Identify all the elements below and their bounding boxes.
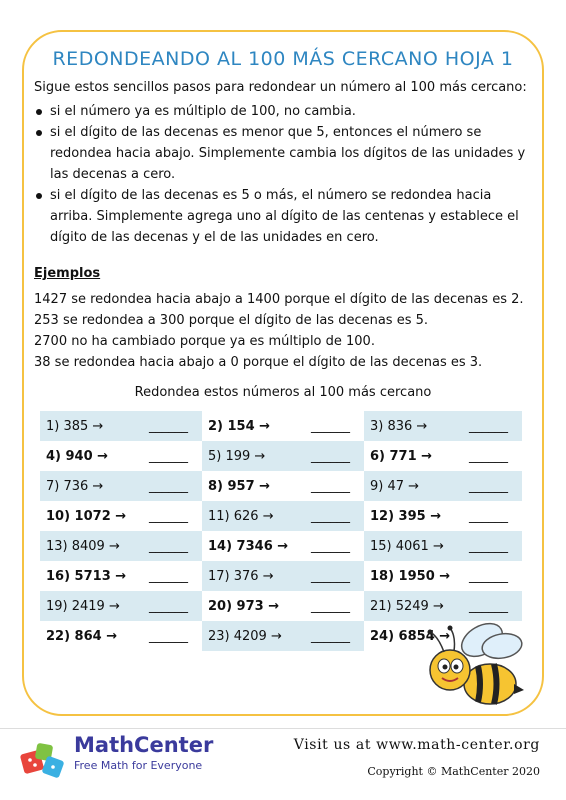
intro-text: Sigue estos sencillos pasos para redonde…: [34, 80, 527, 95]
problem-label: 14) 7346 →: [208, 539, 289, 554]
problem-cell: 19) 2419 → ______: [40, 591, 202, 621]
answer-blank[interactable]: ______: [149, 569, 188, 584]
example-line: 253 se redondea a 300 porque el dígito d…: [34, 313, 429, 328]
answer-blank[interactable]: ______: [149, 599, 188, 614]
examples-list: 1427 se redondea hacia abajo a 1400 porq…: [34, 289, 524, 373]
page-frame: [22, 30, 544, 716]
rule-item: si el dígito de las decenas es menor que…: [34, 122, 534, 185]
answer-blank[interactable]: ______: [311, 539, 350, 554]
rule-item: si el dígito de las decenas es 5 o más, …: [34, 185, 534, 248]
problem-label: 1) 385 →: [46, 419, 104, 434]
brand-name: MathCenter: [74, 733, 214, 757]
problem-cell: 6) 771 → ______: [364, 441, 522, 471]
answer-blank[interactable]: ______: [311, 629, 350, 644]
problem-label: 16) 5713 →: [46, 569, 127, 584]
problem-cell: 21) 5249 → ______: [364, 591, 522, 621]
problem-cell: 20) 973 → ______: [202, 591, 364, 621]
exercise-heading: Redondea estos números al 100 más cercan…: [134, 385, 432, 400]
answer-blank[interactable]: ______: [149, 629, 188, 644]
problem-label: 5) 199 →: [208, 449, 266, 464]
answer-blank[interactable]: ______: [149, 539, 188, 554]
answer-blank[interactable]: ______: [149, 479, 188, 494]
problem-row: 4) 940 → ______ 5) 199 → ______ 6) 771 → ____…: [40, 441, 522, 471]
answer-blank[interactable]: ______: [469, 539, 508, 554]
problem-label: 9) 47 →: [370, 479, 420, 494]
answer-blank[interactable]: ______: [469, 599, 508, 614]
problem-label: 21) 5249 →: [370, 599, 444, 614]
problem-cell: 1) 385 → ______: [40, 411, 202, 441]
problem-cell: 13) 8409 → ______: [40, 531, 202, 561]
problem-cell: 16) 5713 → ______: [40, 561, 202, 591]
problem-label: 11) 626 →: [208, 509, 274, 524]
problem-cell: 18) 1950 → ______: [364, 561, 522, 591]
problem-label: 3) 836 →: [370, 419, 428, 434]
problem-row: 19) 2419 →______20) 973 →______21) 5249 …: [40, 591, 522, 621]
problem-label: 20) 973 →: [208, 599, 280, 614]
rule-item: si el número ya es múltiplo de 100, no c…: [34, 101, 534, 122]
problem-label: 8) 957 →: [208, 479, 271, 494]
example-line: 1427 se redondea hacia abajo a 1400 porq…: [34, 292, 524, 307]
bee-illustration: [420, 618, 528, 718]
problem-row: 13) 8409 →______14) 7346 →______15) 4061…: [40, 531, 522, 561]
answer-blank[interactable]: ______: [149, 509, 188, 524]
website-link[interactable]: Visit us at www.math-center.org: [293, 737, 540, 753]
problem-label: 15) 4061 →: [370, 539, 444, 554]
footer-divider: [0, 728, 566, 729]
answer-blank[interactable]: ______: [469, 449, 508, 464]
answer-blank[interactable]: ______: [149, 449, 188, 464]
examples-heading: Ejemplos: [34, 266, 101, 281]
problem-cell: 9) 47 → ______: [364, 471, 522, 501]
answer-blank[interactable]: ______: [311, 509, 350, 524]
rules-list: si el número ya es múltiplo de 100, no c…: [34, 101, 534, 248]
problem-row: 7) 736 → ______ 8) 957 → ______ 9) 47 → _____…: [40, 471, 522, 501]
problem-label: 7) 736 →: [46, 479, 104, 494]
problem-row: 16) 5713 →______17) 376 →______18) 1950 …: [40, 561, 522, 591]
problem-cell: 10) 1072 → ______: [40, 501, 202, 531]
problem-cell: 2) 154 → ______: [202, 411, 364, 441]
brand-tagline: Free Math for Everyone: [74, 759, 203, 772]
answer-blank[interactable]: ______: [149, 419, 188, 434]
problem-row: 10) 1072 →______11) 626 →______12) 395 →…: [40, 501, 522, 531]
copyright-text: Copyright © MathCenter 2020: [367, 765, 540, 778]
problem-label: 23) 4209 →: [208, 629, 282, 644]
answer-blank[interactable]: ______: [469, 509, 508, 524]
problem-row: 1) 385 → ______ 2) 154 → ______ 3) 836 → ____…: [40, 411, 522, 441]
problem-label: 17) 376 →: [208, 569, 274, 584]
problem-cell: 15) 4061 → ______: [364, 531, 522, 561]
problem-cell: 11) 626 → ______: [202, 501, 364, 531]
problem-cell: 17) 376 → ______: [202, 561, 364, 591]
answer-blank[interactable]: ______: [311, 479, 350, 494]
mathcenter-logo: [14, 734, 70, 784]
problem-cell: 14) 7346 → ______: [202, 531, 364, 561]
example-line: 38 se redondea hacia abajo a 0 porque el…: [34, 355, 483, 370]
problem-label: 13) 8409 →: [46, 539, 120, 554]
problem-cell: 22) 864 → ______: [40, 621, 202, 651]
problem-label: 4) 940 →: [46, 449, 109, 464]
answer-blank[interactable]: ______: [469, 479, 508, 494]
answer-blank[interactable]: ______: [311, 569, 350, 584]
example-line: 2700 no ha cambiado porque ya es múltipl…: [34, 334, 375, 349]
problem-label: 12) 395 →: [370, 509, 442, 524]
problem-cell: 12) 395 → ______: [364, 501, 522, 531]
answer-blank[interactable]: ______: [469, 419, 508, 434]
problem-cell: 3) 836 → ______: [364, 411, 522, 441]
problem-grid: 1) 385 → ______ 2) 154 → ______ 3) 836 → ____…: [40, 411, 522, 651]
problem-label: 6) 771 →: [370, 449, 433, 464]
problem-cell: 7) 736 → ______: [40, 471, 202, 501]
problem-cell: 8) 957 → ______: [202, 471, 364, 501]
problem-label: 10) 1072 →: [46, 509, 127, 524]
problem-cell: 4) 940 → ______: [40, 441, 202, 471]
answer-blank[interactable]: ______: [311, 419, 350, 434]
problem-label: 18) 1950 →: [370, 569, 451, 584]
problem-cell: 5) 199 → ______: [202, 441, 364, 471]
worksheet-title: REDONDEANDO AL 100 MÁS CERCANO HOJA 1: [52, 48, 514, 70]
problem-label: 19) 2419 →: [46, 599, 120, 614]
problem-label: 2) 154 →: [208, 419, 271, 434]
answer-blank[interactable]: ______: [311, 599, 350, 614]
answer-blank[interactable]: ______: [469, 569, 508, 584]
problem-label: 22) 864 →: [46, 629, 118, 644]
answer-blank[interactable]: ______: [311, 449, 350, 464]
problem-cell: 23) 4209 → ______: [202, 621, 364, 651]
